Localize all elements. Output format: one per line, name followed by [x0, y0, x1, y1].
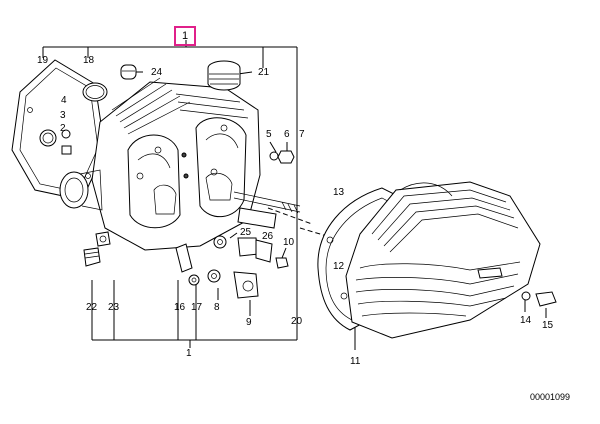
- callout-10[interactable]: 10: [283, 237, 295, 248]
- head-gasket-drawing: [11, 59, 106, 201]
- screw-plug-drawing: [207, 60, 241, 91]
- callout-9[interactable]: 9: [246, 317, 252, 328]
- cap-nut-drawing: [521, 291, 557, 307]
- cap-drawing: [120, 64, 137, 80]
- callout-2[interactable]: 2: [60, 123, 66, 134]
- callout-22[interactable]: 22: [86, 302, 98, 313]
- callout-21[interactable]: 21: [258, 67, 270, 78]
- callout-15[interactable]: 15: [542, 320, 554, 331]
- callout-11[interactable]: 11: [350, 356, 361, 367]
- callout-4[interactable]: 4: [61, 95, 67, 106]
- plug-and-seal-drawing: [83, 231, 111, 267]
- callout-20[interactable]: 20: [291, 316, 303, 327]
- cylinder-head-drawing: [91, 77, 261, 251]
- callout-18[interactable]: 18: [83, 55, 95, 66]
- spark-plug-sleeve-drawing: [175, 243, 200, 286]
- callout-25[interactable]: 25: [240, 227, 252, 238]
- callout-17[interactable]: 17: [191, 302, 203, 313]
- callout-19[interactable]: 19: [37, 55, 49, 66]
- callout-6[interactable]: 6: [284, 129, 290, 140]
- callout-5[interactable]: 5: [266, 129, 272, 140]
- callout-3[interactable]: 3: [60, 110, 66, 121]
- callout-24[interactable]: 24: [151, 67, 163, 78]
- rocker-parts-drawing: [207, 235, 289, 299]
- callout-12[interactable]: 12: [333, 261, 345, 272]
- callout-26[interactable]: 26: [262, 231, 274, 242]
- callout-14[interactable]: 14: [520, 315, 532, 326]
- washers-and-nuts-left: [61, 129, 295, 164]
- valve-cover-drawing: [345, 181, 541, 339]
- callout-23[interactable]: 23: [108, 302, 120, 313]
- stud-drawing: [233, 191, 301, 214]
- diagram-reference-number: 00001099: [530, 392, 571, 402]
- callout-1-assembly[interactable]: 1: [173, 26, 197, 46]
- intake-stub-drawing: [59, 169, 103, 211]
- callout-13[interactable]: 13: [333, 187, 345, 198]
- callout-1-bottom[interactable]: 1: [186, 348, 192, 359]
- callout-16[interactable]: 16: [174, 302, 186, 313]
- callout-7[interactable]: 7: [299, 129, 305, 140]
- dowel-sleeve-drawing: [237, 207, 277, 229]
- callout-8[interactable]: 8: [214, 302, 220, 313]
